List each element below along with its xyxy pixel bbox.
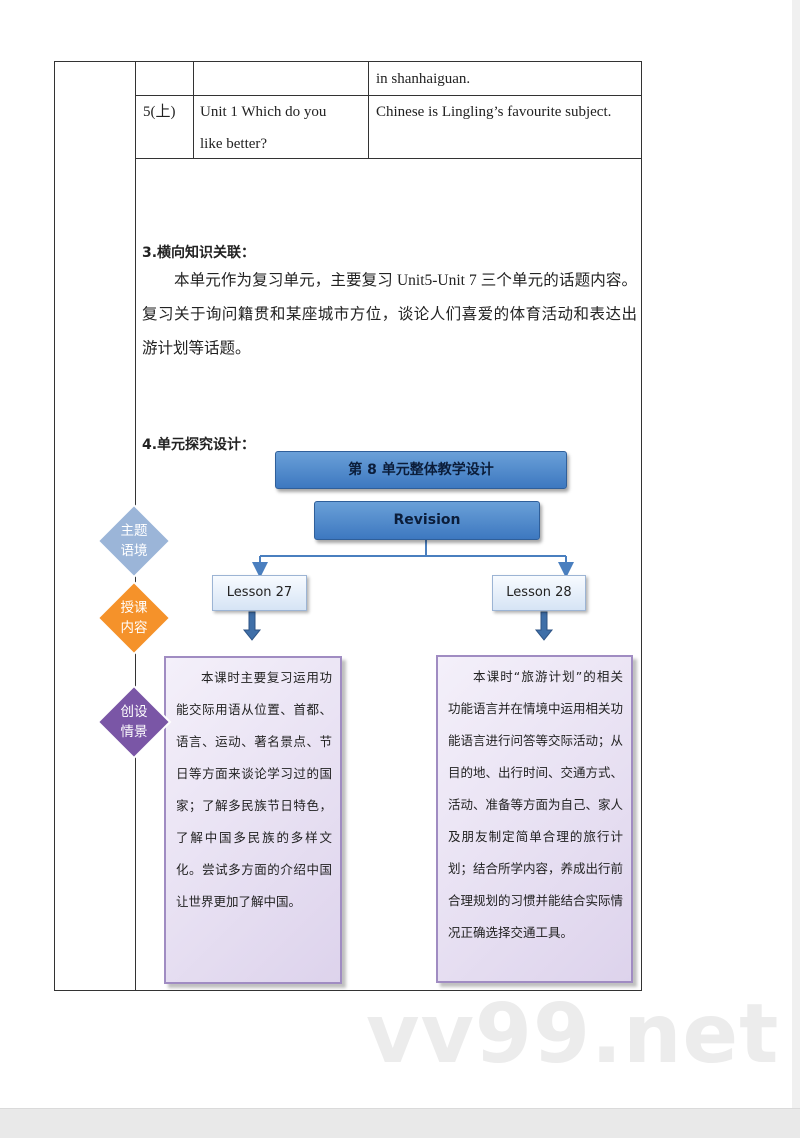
diagram-title-box: 第 8 单元整体教学设计 <box>275 451 567 489</box>
diamond-label: 内容 <box>120 620 148 636</box>
table-cell: 5(上) <box>143 104 176 120</box>
teaching-content-diamond: 授课内容 <box>96 580 172 656</box>
diamond-label: 创设 <box>120 704 148 720</box>
diamond-label: 授课 <box>120 600 148 616</box>
lesson-28-box: Lesson 28 <box>492 575 586 611</box>
table-cell: like better? <box>200 136 268 152</box>
theme-context-diamond: 主题语境 <box>96 503 172 579</box>
table-cell: Unit 1 Which do you <box>200 104 327 120</box>
inner-table-col-divider <box>193 61 194 158</box>
table-cell: Chinese is Lingling’s favourite subject. <box>376 104 612 120</box>
lesson-27-box: Lesson 27 <box>212 575 307 611</box>
lesson-27-description: 本课时主要复习运用功能交际用语从位置、首都、语言、运动、著名景点、节日等方面来谈… <box>164 656 342 984</box>
outer-table <box>54 61 642 991</box>
create-scenario-diamond: 创设情景 <box>96 684 172 760</box>
section-paragraph: 本单元作为复习单元，主要复习 Unit5-Unit 7 三个单元的话题内容。复习… <box>142 272 637 357</box>
watermark: vv99.net <box>366 987 780 1082</box>
diamond-label: 情景 <box>120 724 148 740</box>
diamond-label: 语境 <box>120 543 148 559</box>
revision-box: Revision <box>314 501 540 540</box>
inner-table-col-divider <box>368 61 369 158</box>
viewer-bottom-strip <box>0 1108 800 1138</box>
inner-table-row-divider <box>136 95 642 96</box>
inner-table <box>136 61 642 159</box>
diamond-label: 主题 <box>120 523 148 539</box>
table-cell: in shanhaiguan. <box>376 71 471 87</box>
section-heading: 4.单元探究设计： <box>142 437 256 453</box>
page-edge <box>792 0 800 1137</box>
section-heading: 3.横向知识关联： <box>142 245 256 261</box>
lesson-28-description: 本课时“旅游计划”的相关功能语言并在情境中运用相关功能语言进行问答等交际活动；从… <box>436 655 633 983</box>
